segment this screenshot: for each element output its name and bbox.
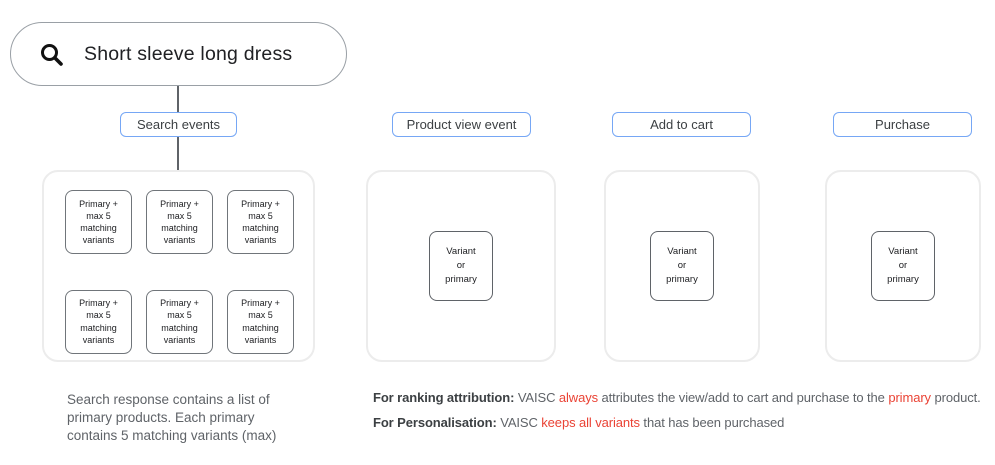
variant-or-primary-box[interactable]: Variant or primary [429, 231, 493, 301]
product-view-container: Variant or primary [366, 170, 556, 362]
search-response-note: Search response contains a list of prima… [67, 392, 277, 443]
primary-variants-box[interactable]: Primary + max 5 matching variants [227, 190, 294, 254]
event-label-add-to-cart[interactable]: Add to cart [612, 112, 751, 137]
event-label-search-events[interactable]: Search events [120, 112, 237, 137]
primary-variants-box[interactable]: Primary + max 5 matching variants [146, 190, 213, 254]
search-events-container: Primary + max 5 matching variants Primar… [42, 170, 315, 362]
primary-variants-box[interactable]: Primary + max 5 matching variants [146, 289, 213, 354]
event-label-product-view[interactable]: Product view event [392, 112, 531, 137]
attribution-notes: For ranking attribution: VAISC always at… [373, 390, 981, 440]
search-query-text[interactable]: Short sleeve long dress [84, 42, 293, 65]
primary-variants-box[interactable]: Primary + max 5 matching variants [65, 289, 132, 354]
ranking-attribution-note: For ranking attribution: VAISC always at… [373, 390, 981, 405]
search-icon [38, 41, 65, 68]
event-label-purchase[interactable]: Purchase [833, 112, 972, 137]
primary-variants-box[interactable]: Primary + max 5 matching variants [65, 190, 132, 254]
primary-variants-box[interactable]: Primary + max 5 matching variants [227, 289, 294, 354]
variant-or-primary-box[interactable]: Variant or primary [650, 231, 714, 301]
purchase-container: Variant or primary [825, 170, 981, 362]
add-to-cart-container: Variant or primary [604, 170, 760, 362]
search-bar[interactable]: Short sleeve long dress [10, 22, 347, 86]
variant-or-primary-box[interactable]: Variant or primary [871, 231, 935, 301]
personalisation-note: For Personalisation: VAISC keeps all var… [373, 415, 785, 430]
